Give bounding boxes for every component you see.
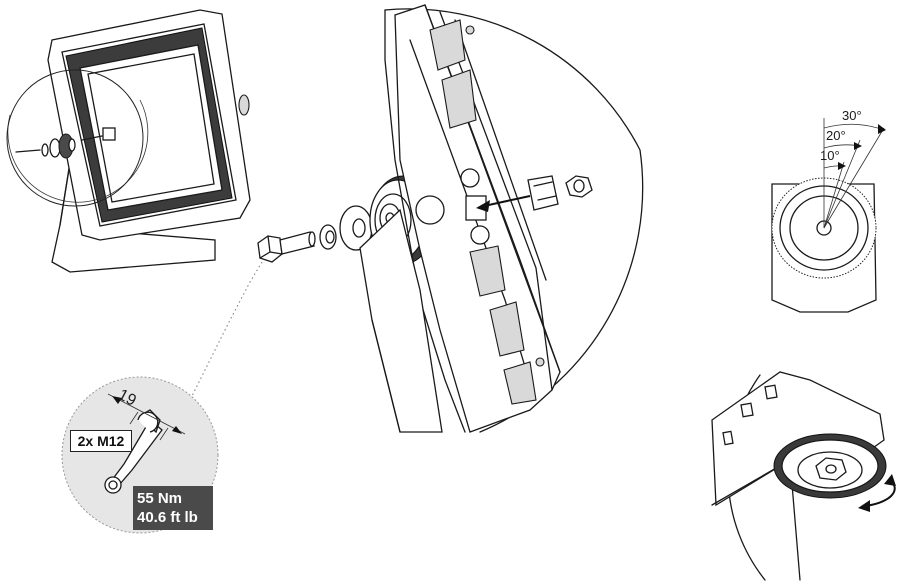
rotation-arrow-icon <box>858 474 896 512</box>
floodlight-fixture-icon <box>47 9 251 273</box>
tilt-angle-detail <box>771 118 886 313</box>
bolt-spec-label: 2x M12 <box>70 430 132 452</box>
angle-label-10: 10° <box>820 148 840 163</box>
wrench-size-label: 19 <box>115 386 139 409</box>
torque-nm-value: 55 Nm <box>137 490 183 507</box>
clip-insert-icon <box>527 175 559 211</box>
washer-icon <box>319 205 373 251</box>
insert-arrow-icon <box>476 195 531 212</box>
torque-ftlb-value: 40.6 ft lb <box>137 509 198 526</box>
angle-label-20: 20° <box>826 128 846 143</box>
hex-bolt-icon <box>257 231 316 263</box>
angle-label-30: 30° <box>842 108 862 123</box>
hex-nut-icon <box>565 175 593 198</box>
bracket-detail-view <box>359 4 644 433</box>
wrench-size-dimension <box>107 393 186 441</box>
detail-circle-bracket <box>6 69 149 207</box>
rotation-detail <box>711 371 887 581</box>
torque-spec-badge: 55 Nm 40.6 ft lb <box>133 486 213 530</box>
